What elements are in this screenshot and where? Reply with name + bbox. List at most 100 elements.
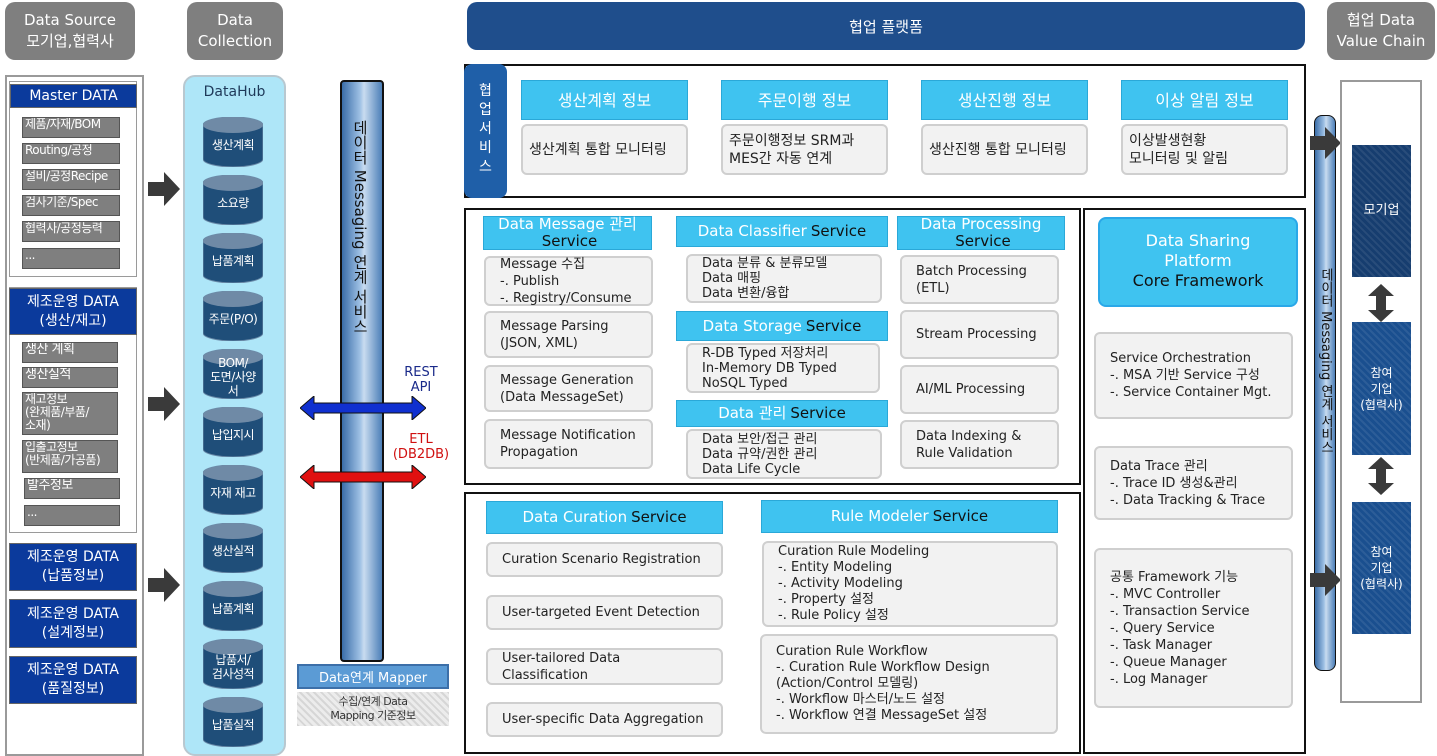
management-desc: Data 보안/접근 관리 Data 규약/권한 관리 Data Life Cy…: [686, 429, 882, 479]
database-label: 자재 재고: [210, 486, 256, 500]
message-item: Message 수집 -. Publish -. Registry/Consum…: [484, 256, 653, 306]
database-label: 생산계획: [211, 138, 255, 152]
collab-service-title: 생산계획 정보: [521, 80, 688, 120]
sharing-title: Data Sharing Platform: [1145, 231, 1251, 270]
management-service-title: Data 관리: [718, 404, 787, 422]
collab-service-tab: 협 업 서 비 스: [464, 64, 507, 198]
processing-service-title: Data Processing: [920, 215, 1042, 233]
database-cylinder: 생산실적: [203, 523, 263, 573]
database-icon: [203, 465, 263, 515]
messaging-pipe-right: [1314, 115, 1336, 671]
partner-company: 참여 기업 (협력사): [1352, 502, 1411, 634]
database-icon: [203, 349, 263, 399]
database-cylinder: 주문(P/O): [203, 291, 263, 341]
storage-desc: R-DB Typed 저장처리 In-Memory DB Typed NoSQL…: [686, 343, 880, 393]
service-suffix: Service: [805, 316, 862, 335]
data-collection-header: Data Collection: [187, 2, 283, 60]
database-icon: [203, 175, 263, 225]
database-label: 납입지시: [211, 428, 255, 442]
database-icon: [203, 639, 263, 689]
message-item: Message Parsing (JSON, XML): [484, 311, 653, 358]
database-cylinder: BOM/ 도면/사양 서: [203, 349, 263, 399]
database-icon: [203, 233, 263, 283]
message-item: Message Notification Propagation: [484, 419, 653, 469]
master-item: Routing/공정: [22, 143, 120, 164]
right-arrow-icon: [148, 568, 180, 602]
database-icon: [203, 407, 263, 457]
database-cylinder: 납품서/ 검사성적: [203, 639, 263, 689]
storage-service-title: Data Storage: [702, 316, 802, 335]
ops-item: ...: [24, 505, 120, 526]
database-cylinder: 납품계획: [203, 233, 263, 283]
database-label: 주문(P/O): [208, 312, 258, 326]
message-service-title: Data Message 관리: [498, 215, 637, 233]
message-item: Message Generation (Data MessageSet): [484, 365, 653, 412]
database-label: BOM/ 도면/사양 서: [210, 356, 256, 398]
classifier-service-title: Data Classifier: [697, 222, 807, 240]
database-label: 납품실적: [211, 718, 255, 732]
platform-banner: 협업 플랫폼: [467, 2, 1305, 50]
collab-service-desc: 주문이행정보 SRM과 MES간 자동 연계: [721, 124, 888, 175]
partner-company: 참여 기업 (협력사): [1352, 322, 1411, 455]
rest-api-label: REST API: [404, 365, 438, 395]
ops-quality-data: 제조운영 DATA (품질정보): [9, 656, 137, 704]
ops-design-data: 제조운영 DATA (설계정보): [9, 599, 137, 648]
right-arrow-icon: [1310, 127, 1341, 159]
service-suffix: Service: [541, 232, 598, 250]
messaging-pipe: [340, 80, 384, 662]
collab-service-title: 생산진행 정보: [921, 80, 1088, 120]
master-item: 협력사/공정능력: [22, 221, 120, 242]
database-cylinder: 소요량: [203, 175, 263, 225]
database-cylinder: 납입지시: [203, 407, 263, 457]
curation-item: User-specific Data Aggregation: [486, 702, 723, 737]
parent-company: 모기업: [1352, 145, 1411, 277]
ops-item: 생산실적: [22, 367, 118, 388]
messaging-label-right: 데이터 Messaging 연계 서비스: [1318, 268, 1333, 454]
ops-data-title: 제조운영 DATA (생산/재고): [9, 288, 137, 335]
master-data-title: Master DATA: [10, 84, 137, 108]
rule-item: Curation Rule Workflow -. Curation Rule …: [760, 634, 1058, 734]
service-suffix: Service: [932, 507, 989, 525]
database-cylinder: 생산계획: [203, 117, 263, 167]
collab-service-title: 이상 알림 정보: [1121, 80, 1288, 120]
sharing-item: Service Orchestration -. MSA 기반 Service …: [1094, 332, 1293, 419]
datahub-title: DataHub: [203, 84, 266, 100]
sharing-item: 공통 Framework 기능 -. MVC Controller -. Tra…: [1094, 548, 1293, 708]
collab-service-title: 주문이행 정보: [721, 80, 888, 120]
etl-label: ETL (DB2DB): [392, 432, 450, 462]
ops-item: 재고정보 (완제품/부품/ 소재): [22, 392, 118, 435]
data-source-header: Data Source 모기업,협력사: [5, 2, 135, 60]
collab-service-desc: 생산진행 통합 모니터링: [921, 124, 1088, 175]
master-item: 검사기준/Spec: [22, 195, 120, 216]
service-suffix: Service: [810, 222, 867, 240]
database-cylinder: 납품계획: [203, 581, 263, 631]
database-cylinder: 납품실적: [203, 697, 263, 747]
rule-item: Curation Rule Modeling -. Entity Modelin…: [762, 541, 1058, 627]
bidirectional-arrow-etl: [300, 465, 426, 489]
processing-item: Data Indexing & Rule Validation: [900, 420, 1059, 469]
database-icon: [203, 291, 263, 341]
service-suffix: Service: [955, 232, 1011, 250]
classifier-desc: Data 분류 & 분류모델 Data 매핑 Data 변환/융합: [686, 254, 882, 303]
right-arrow-icon: [1310, 564, 1341, 596]
processing-item: Stream Processing: [900, 310, 1059, 359]
curation-service-title: Data Curation: [522, 508, 628, 526]
ops-delivery-data: 제조운영 DATA (납품정보): [9, 543, 137, 591]
vertical-bidirectional-arrow-icon: [1368, 284, 1394, 322]
curation-item: User-targeted Event Detection: [486, 595, 723, 630]
database-icon: [203, 697, 263, 747]
ops-item: 발주정보: [24, 478, 120, 499]
service-suffix: Service: [790, 404, 846, 422]
ops-item: 생산 계획: [22, 342, 118, 363]
master-item: ...: [22, 248, 120, 269]
service-suffix: Service: [631, 508, 687, 526]
collab-service-desc: 생산계획 통합 모니터링: [521, 124, 688, 175]
mapping-info: 수집/연계 Data Mapping 기준정보: [297, 692, 449, 726]
processing-item: Batch Processing (ETL): [900, 255, 1059, 304]
database-label: 소요량: [217, 196, 249, 210]
bidirectional-arrow-rest: [300, 396, 426, 420]
